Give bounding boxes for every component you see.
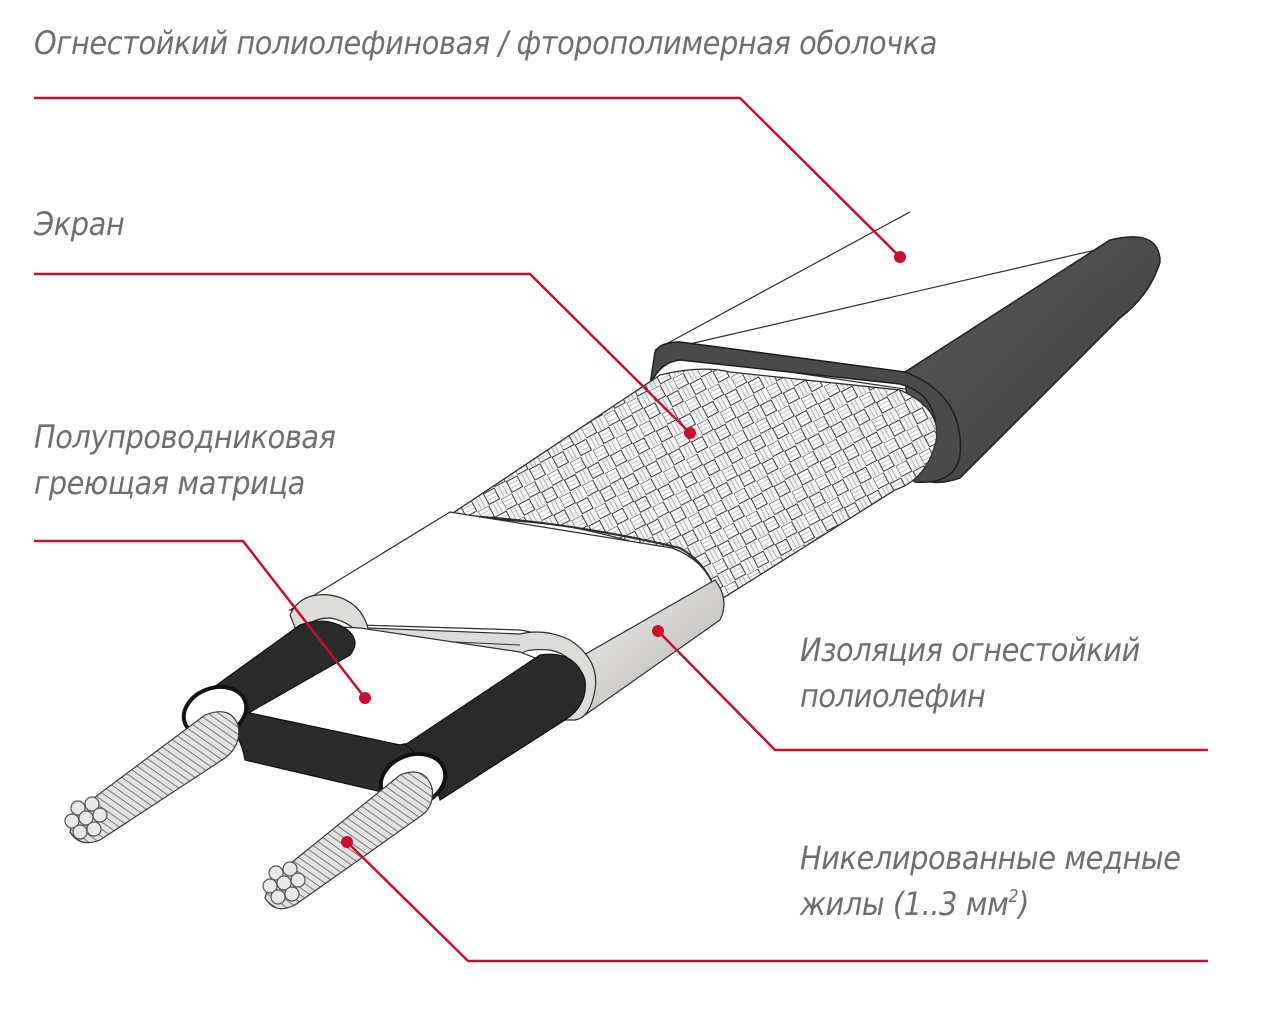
label-insulation: Изоляция огнестойкий полиолефин: [800, 627, 1140, 719]
leader-matrix: [34, 539, 366, 699]
label-matrix: Полупроводниковая греющая матрица: [34, 414, 336, 506]
label-wires-line1: Никелированные медные: [800, 839, 1181, 877]
leader-sheath: [34, 96, 901, 258]
label-screen: Экран: [34, 205, 125, 243]
leader-wires: [346, 841, 1208, 963]
dot-screen: [684, 427, 696, 439]
outer-jacket: [649, 211, 1162, 484]
label-sheath: Огнестойкий полиолефиновая / фторополиме…: [34, 24, 938, 62]
insulation-layer: [287, 511, 725, 721]
dot-wires: [341, 836, 353, 848]
leader-lines: [34, 96, 1208, 963]
label-wires: Никелированные медные жилы (1..3 мм2): [800, 835, 1181, 927]
label-insulation-line2: полиолефин: [800, 677, 986, 715]
label-insulation-line1: Изоляция огнестойкий: [800, 631, 1140, 669]
leader-insulation: [657, 630, 1208, 752]
right-wire-bundle: [262, 861, 306, 905]
label-wires-suffix: ): [1018, 885, 1029, 923]
dot-sheath: [894, 251, 906, 263]
label-wires-sup: 2: [1008, 886, 1019, 907]
label-wires-prefix: жилы (1..3 мм: [800, 885, 1009, 923]
left-wire-bundle: [64, 796, 108, 840]
label-wires-line2: жилы (1..3 мм2): [800, 881, 1181, 927]
heating-matrix: [181, 620, 586, 809]
leader-dots: [341, 251, 906, 848]
label-matrix-line1: Полупроводниковая: [34, 418, 336, 456]
leader-screen: [34, 272, 691, 434]
label-matrix-line2: греющая матрица: [34, 464, 305, 502]
dot-matrix: [359, 692, 371, 704]
dot-insulation: [652, 625, 664, 637]
